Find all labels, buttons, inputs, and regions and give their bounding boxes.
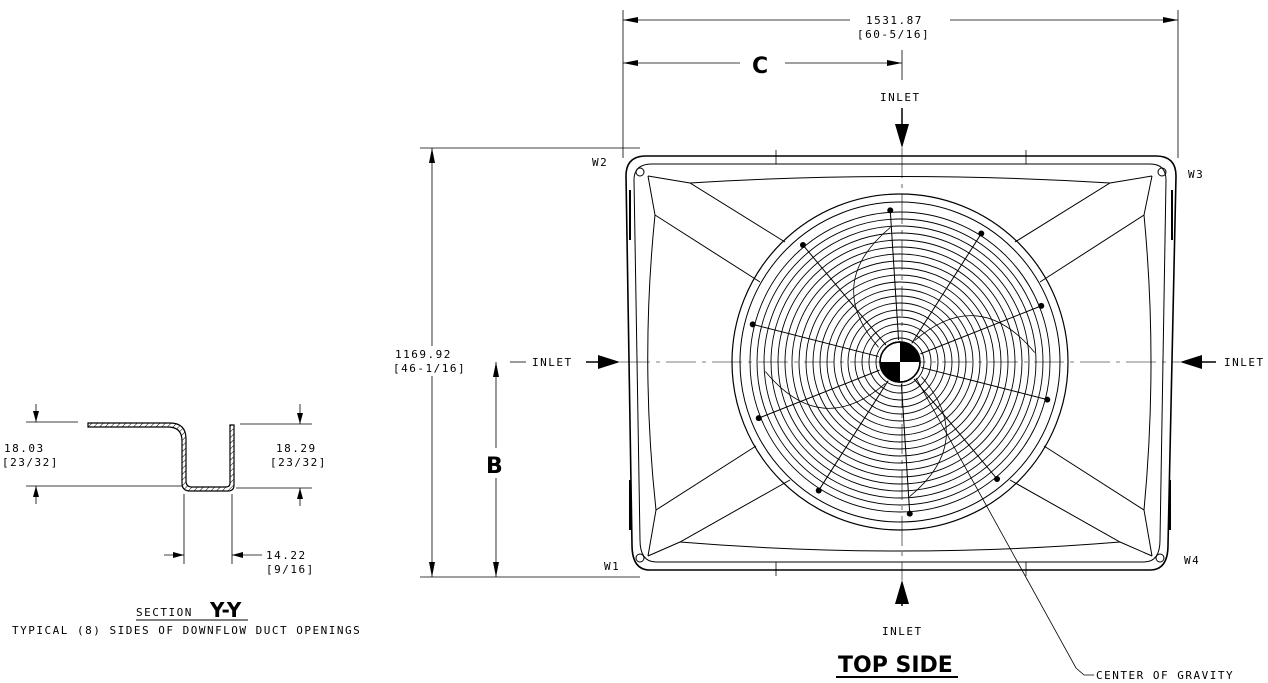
grille-spoke [802, 244, 887, 346]
grille-fastener [1038, 302, 1045, 309]
grille-spoke [920, 305, 1042, 355]
overall-width-mm: 1531.87 [866, 14, 923, 27]
arrow-down-icon [895, 124, 909, 148]
arrow-right-icon [887, 60, 902, 66]
arrow-up-icon [895, 580, 909, 604]
corner-w3: W3 [1188, 168, 1204, 181]
grille-fastener [906, 510, 913, 517]
width-mm: 14.22 [266, 549, 307, 562]
grille-spoke [889, 210, 900, 341]
center-of-gravity-icon [879, 341, 921, 383]
fan-blade [909, 376, 947, 497]
view-title: TOP SIDE [838, 653, 953, 678]
inlet-label-bottom: INLET [882, 625, 923, 638]
width-in: [9/16] [266, 563, 315, 576]
inlet-label-top: INLET [880, 91, 921, 104]
arrow-down-icon [493, 562, 499, 577]
section-detail: 18.03 [23/32] 18.29 [23/32] 14.22 [9/16]… [2, 404, 361, 637]
grille-spoke [900, 383, 911, 514]
grille-fastener [815, 487, 822, 494]
inlet-label-left: INLET [532, 356, 573, 369]
right-height-in: [23/32] [270, 456, 327, 469]
arrow-up-icon [33, 486, 39, 497]
grille-spoke [752, 323, 879, 358]
grille-spoke [913, 378, 998, 480]
arrow-left-icon [1180, 355, 1202, 369]
left-height-mm: 18.03 [4, 442, 45, 455]
arrow-right-icon [173, 552, 184, 558]
grille-fastener [887, 207, 894, 214]
top-view: 1531.87 [60-5/16] C INLET INLET INLET IN… [392, 10, 1265, 682]
arrow-up-icon [429, 148, 435, 163]
center-of-gravity-label: CENTER OF GRAVITY [1096, 669, 1234, 682]
arrow-up-icon [297, 488, 303, 499]
arrow-right-icon [598, 355, 620, 369]
arrow-down-icon [429, 562, 435, 577]
overall-depth-in: [46-1/16] [393, 362, 466, 375]
grille-spoke [911, 233, 982, 344]
corner-w2: W2 [592, 156, 608, 169]
right-height-mm: 18.29 [276, 442, 317, 455]
dim-b-label: B [486, 454, 503, 479]
dim-c-label: C [752, 54, 768, 79]
grille-fastener [799, 242, 806, 249]
cog-leader-line [915, 377, 1094, 676]
fan-blade [853, 227, 891, 348]
section-title-id: Y-Y [209, 598, 242, 622]
arrow-left-icon [623, 60, 638, 66]
overall-depth-mm: 1169.92 [395, 348, 452, 361]
inlet-label-right: INLET [1224, 356, 1265, 369]
corner-w1: W1 [604, 560, 620, 573]
duct-flange-profile [87, 422, 235, 492]
arrow-down-icon [33, 411, 39, 422]
grille-spoke [921, 366, 1048, 401]
grille-fastener [749, 321, 756, 328]
grille-fastener [994, 475, 1001, 482]
grille-spoke [818, 380, 889, 491]
fan-blade [914, 315, 1035, 353]
corner-w4: W4 [1184, 554, 1200, 567]
section-title-prefix: SECTION [136, 606, 193, 619]
arrow-left-icon [232, 552, 243, 558]
grille-spoke [758, 369, 880, 419]
arrow-up-icon [493, 362, 499, 377]
arrow-down-icon [297, 413, 303, 424]
unit-cabinet [625, 150, 1177, 576]
grille-fastener [755, 415, 762, 422]
arrow-left-icon [623, 17, 638, 23]
fan-blade [765, 371, 886, 409]
arrow-right-icon [1163, 17, 1178, 23]
left-height-in: [23/32] [2, 456, 59, 469]
section-caption: TYPICAL (8) SIDES OF DOWNFLOW DUCT OPENI… [12, 624, 361, 637]
grille-fastener [1044, 396, 1051, 403]
overall-width-in: [60-5/16] [857, 28, 930, 41]
grille-fastener [978, 230, 985, 237]
